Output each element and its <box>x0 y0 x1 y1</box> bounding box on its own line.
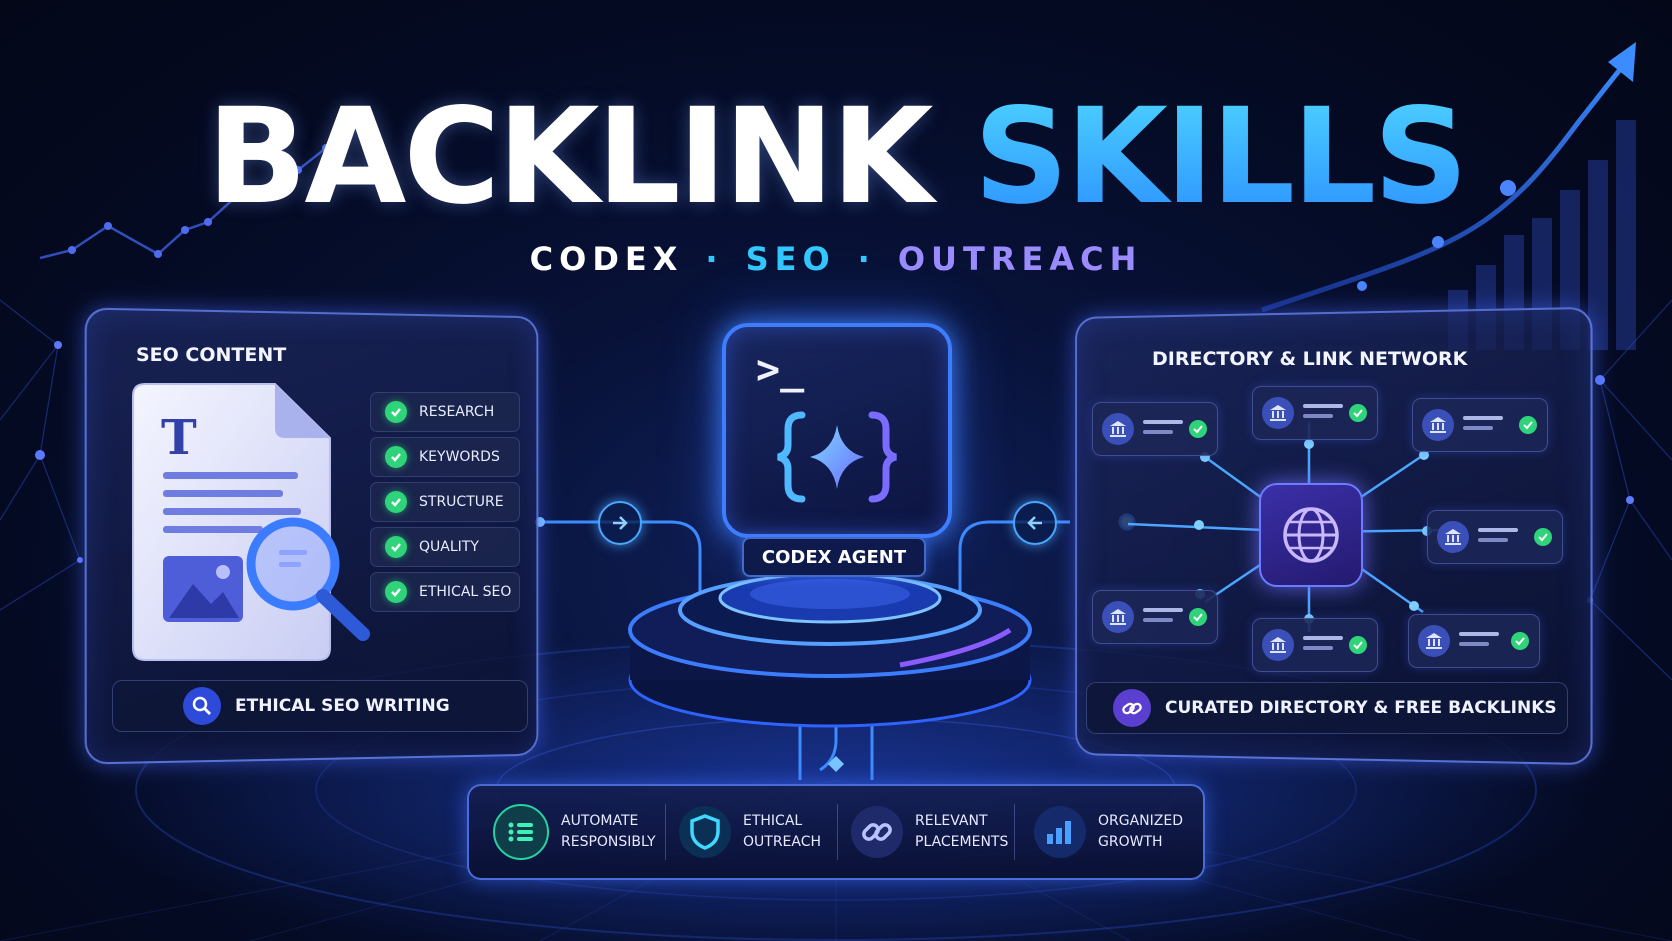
page-title: BACKLINK SKILLS <box>0 82 1672 232</box>
divider <box>665 804 666 860</box>
codex-agent-label: CODEX AGENT <box>742 537 926 577</box>
title-word-backlink: BACKLINK <box>206 80 934 234</box>
feature-line: AUTOMATE <box>561 813 639 829</box>
search-icon <box>183 687 221 725</box>
checklist-label: ETHICAL SEO <box>419 584 512 600</box>
codex-sparkle-icon <box>777 411 897 503</box>
check-icon <box>385 581 407 603</box>
directory-network-title: DIRECTORY & LINK NETWORK <box>1152 348 1468 370</box>
feature-label: ETHICAL OUTREACH <box>743 811 821 853</box>
feature-line: OUTREACH <box>743 834 822 850</box>
growth-arrow-line <box>1261 53 1634 313</box>
checklist-label: RESEARCH <box>419 404 495 420</box>
directory-node <box>1427 510 1563 564</box>
terminal-prompt-icon: >_ <box>756 347 805 393</box>
bank-icon <box>1262 629 1294 661</box>
doc-letter-t: T <box>161 410 197 466</box>
features-bar: AUTOMATE RESPONSIBLY ETHICAL OUTREACH RELE… <box>467 784 1205 880</box>
seo-content-title: SEO CONTENT <box>136 344 287 366</box>
checklist-label: KEYWORDS <box>419 449 500 465</box>
subtitle-separator: · <box>857 240 876 278</box>
bank-icon <box>1102 601 1134 633</box>
checklist-item-research: RESEARCH <box>370 392 520 432</box>
feature-relevant-placements: RELEVANT PLACEMENTS <box>851 786 1008 878</box>
checklist-item-keywords: KEYWORDS <box>370 437 520 477</box>
checklist-item-quality: QUALITY <box>370 527 520 567</box>
left-trend-line <box>39 144 330 260</box>
title-word-skills: SKILLS <box>973 80 1469 234</box>
subtitle-codex: CODEX <box>529 240 684 278</box>
directory-node <box>1092 590 1218 644</box>
globe-hub-icon <box>1259 483 1363 587</box>
feature-line: RESPONSIBLY <box>561 834 656 850</box>
document-icon: T <box>132 383 370 661</box>
checklist-label: QUALITY <box>419 539 479 555</box>
check-icon <box>385 401 407 423</box>
feature-line: ORGANIZED <box>1098 813 1183 829</box>
check-icon <box>1534 528 1552 546</box>
divider <box>837 804 838 860</box>
feature-line: GROWTH <box>1098 834 1163 850</box>
check-icon <box>1189 420 1207 438</box>
link-icon <box>1113 689 1151 727</box>
checklist-item-structure: STRUCTURE <box>370 482 520 522</box>
check-icon <box>1189 608 1207 626</box>
growth-arrow-head-icon <box>1608 42 1636 82</box>
bank-icon <box>1418 625 1450 657</box>
bank-icon <box>1437 521 1469 553</box>
feature-line: RELEVANT <box>915 813 988 829</box>
link-icon <box>851 806 903 858</box>
feature-ethical-outreach: ETHICAL OUTREACH <box>679 786 821 878</box>
arrow-left-icon <box>1013 501 1057 545</box>
bank-icon <box>1422 409 1454 441</box>
check-icon <box>385 446 407 468</box>
platform <box>628 572 1032 728</box>
connector-lines <box>540 520 1070 780</box>
divider <box>1014 804 1015 860</box>
feature-label: ORGANIZED GROWTH <box>1098 811 1183 853</box>
directory-node <box>1252 386 1378 440</box>
feature-label: AUTOMATE RESPONSIBLY <box>561 811 656 853</box>
feature-automate: AUTOMATE RESPONSIBLY <box>493 786 656 878</box>
subtitle-seo: SEO <box>745 240 836 278</box>
check-icon <box>385 491 407 513</box>
directory-node <box>1412 398 1548 452</box>
subtitle-outreach: OUTREACH <box>897 240 1143 278</box>
checklist-item-ethical-seo: ETHICAL SEO <box>370 572 520 612</box>
check-icon <box>385 536 407 558</box>
list-icon <box>493 804 549 860</box>
shield-icon <box>679 806 731 858</box>
directory-node <box>1252 618 1378 672</box>
bank-icon <box>1262 397 1294 429</box>
checklist-label: STRUCTURE <box>419 494 504 510</box>
feature-line: PLACEMENTS <box>915 834 1009 850</box>
feature-label: RELEVANT PLACEMENTS <box>915 811 1008 853</box>
seo-writing-footer: ETHICAL SEO WRITING <box>112 680 528 732</box>
arrow-right-icon <box>598 501 642 545</box>
seo-writing-label: ETHICAL SEO WRITING <box>235 696 450 716</box>
check-icon <box>1519 416 1537 434</box>
check-icon <box>1349 404 1367 422</box>
directory-node <box>1092 402 1218 456</box>
bank-icon <box>1102 413 1134 445</box>
bar-chart-icon <box>1034 806 1086 858</box>
curated-directory-footer: CURATED DIRECTORY & FREE BACKLINKS <box>1086 682 1568 734</box>
subtitle-separator: · <box>705 240 724 278</box>
feature-line: ETHICAL <box>743 813 803 829</box>
feature-organized-growth: ORGANIZED GROWTH <box>1034 786 1183 878</box>
directory-node <box>1408 614 1540 668</box>
check-icon <box>1349 636 1367 654</box>
codex-agent-box: >_ <box>722 323 952 538</box>
curated-directory-label: CURATED DIRECTORY & FREE BACKLINKS <box>1165 698 1557 718</box>
subtitle: CODEX · SEO · OUTREACH <box>0 240 1672 278</box>
check-icon <box>1511 632 1529 650</box>
